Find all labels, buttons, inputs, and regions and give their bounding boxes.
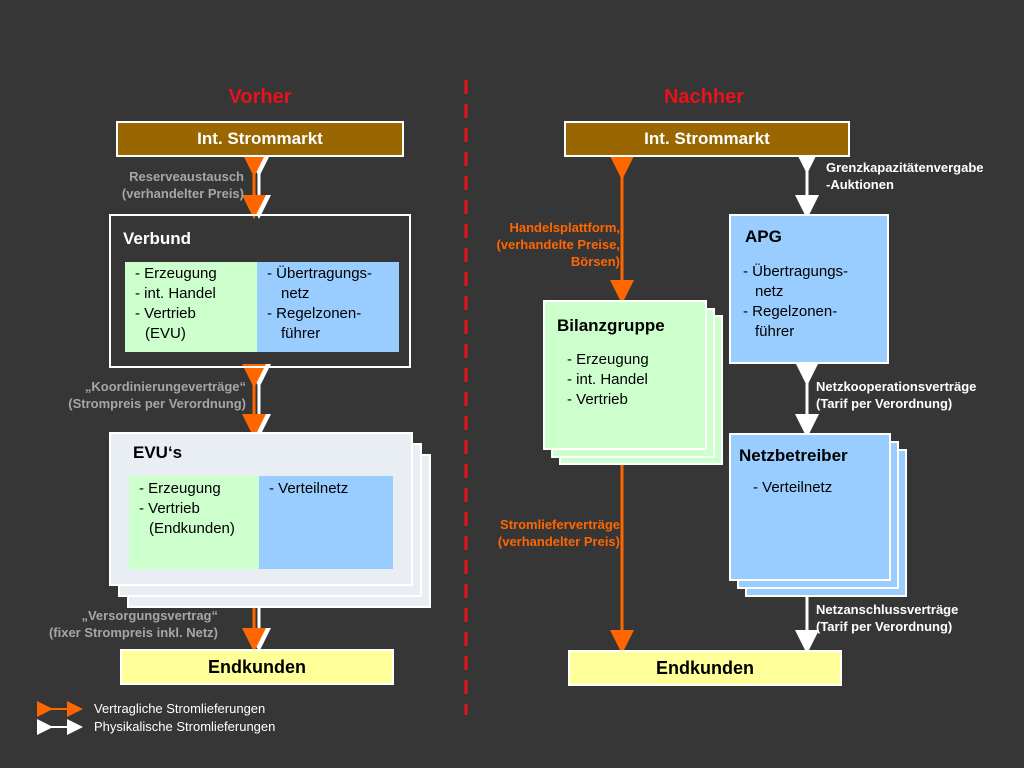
apg-title: APG [745, 227, 782, 246]
left-market-box: Int. Strommarkt [116, 121, 404, 157]
verbund-box: Verbund - Erzeugung - int. Handel - Vert… [109, 214, 411, 368]
evus-box: EVU‘s - Erzeugung - Vertrieb (Endkunden)… [109, 432, 413, 586]
apg-items: - Übertragungs- netz - Regelzonen- führe… [743, 263, 849, 340]
verbund-title: Verbund [123, 229, 192, 248]
label-netzanschluss: Netzanschlussverträge(Tarif per Verordnu… [816, 602, 959, 634]
label-versorgungsvertrag: „Versorgungsvertrag“(fixer Strompreis in… [48, 608, 218, 640]
label-stromliefervertraege: Stromlieferverträge(verhandelter Preis) [497, 517, 620, 549]
apg-box: APG - Übertragungs- netz - Regelzonen- f… [729, 214, 889, 364]
netzbetreiber-items: - Verteilnetz [753, 479, 833, 496]
label-netzkooperation: Netzkooperationsverträge(Tarif per Veror… [816, 379, 977, 411]
verbund-blue-panel: - Übertragungs- netz - Regelzonen- führe… [257, 262, 399, 352]
bilanz-title: Bilanzgruppe [557, 316, 665, 335]
label-handelsplattform: Handelsplattform,(verhandelte Preise,Bör… [496, 220, 620, 269]
bilanz-items: - Erzeugung - int. Handel - Vertrieb [567, 351, 649, 408]
evus-title: EVU‘s [133, 443, 183, 462]
verbund-green-panel: - Erzeugung - int. Handel - Vertrieb (EV… [125, 262, 257, 352]
netzbetreiber-box: Netzbetreiber - Verteilnetz [729, 433, 891, 581]
label-koordinierung: „Koordinierungeverträge“(Strompreis per … [68, 379, 246, 411]
netzbetreiber-title: Netzbetreiber [739, 446, 848, 465]
legend-contractual: Vertragliche Stromlieferungen [94, 701, 266, 716]
label-reserveaustausch: Reserveaustausch(verhandelter Preis) [121, 169, 244, 201]
heading-vorher: Vorher [228, 86, 292, 108]
evus-blue-panel: - Verteilnetz [259, 476, 393, 569]
evus-green-panel: - Erzeugung - Vertrieb (Endkunden) [129, 476, 259, 569]
left-endkunden-box: Endkunden [120, 649, 394, 685]
legend-physical: Physikalische Stromlieferungen [94, 719, 276, 734]
right-endkunden-box: Endkunden [568, 650, 842, 686]
right-market-box: Int. Strommarkt [564, 121, 850, 157]
label-grenzkapazitaet: Grenzkapazitätenvergabe-Auktionen [826, 160, 984, 192]
bilanzgruppe-box: Bilanzgruppe - Erzeugung - int. Handel -… [543, 300, 707, 450]
heading-nachher: Nachher [663, 86, 745, 108]
